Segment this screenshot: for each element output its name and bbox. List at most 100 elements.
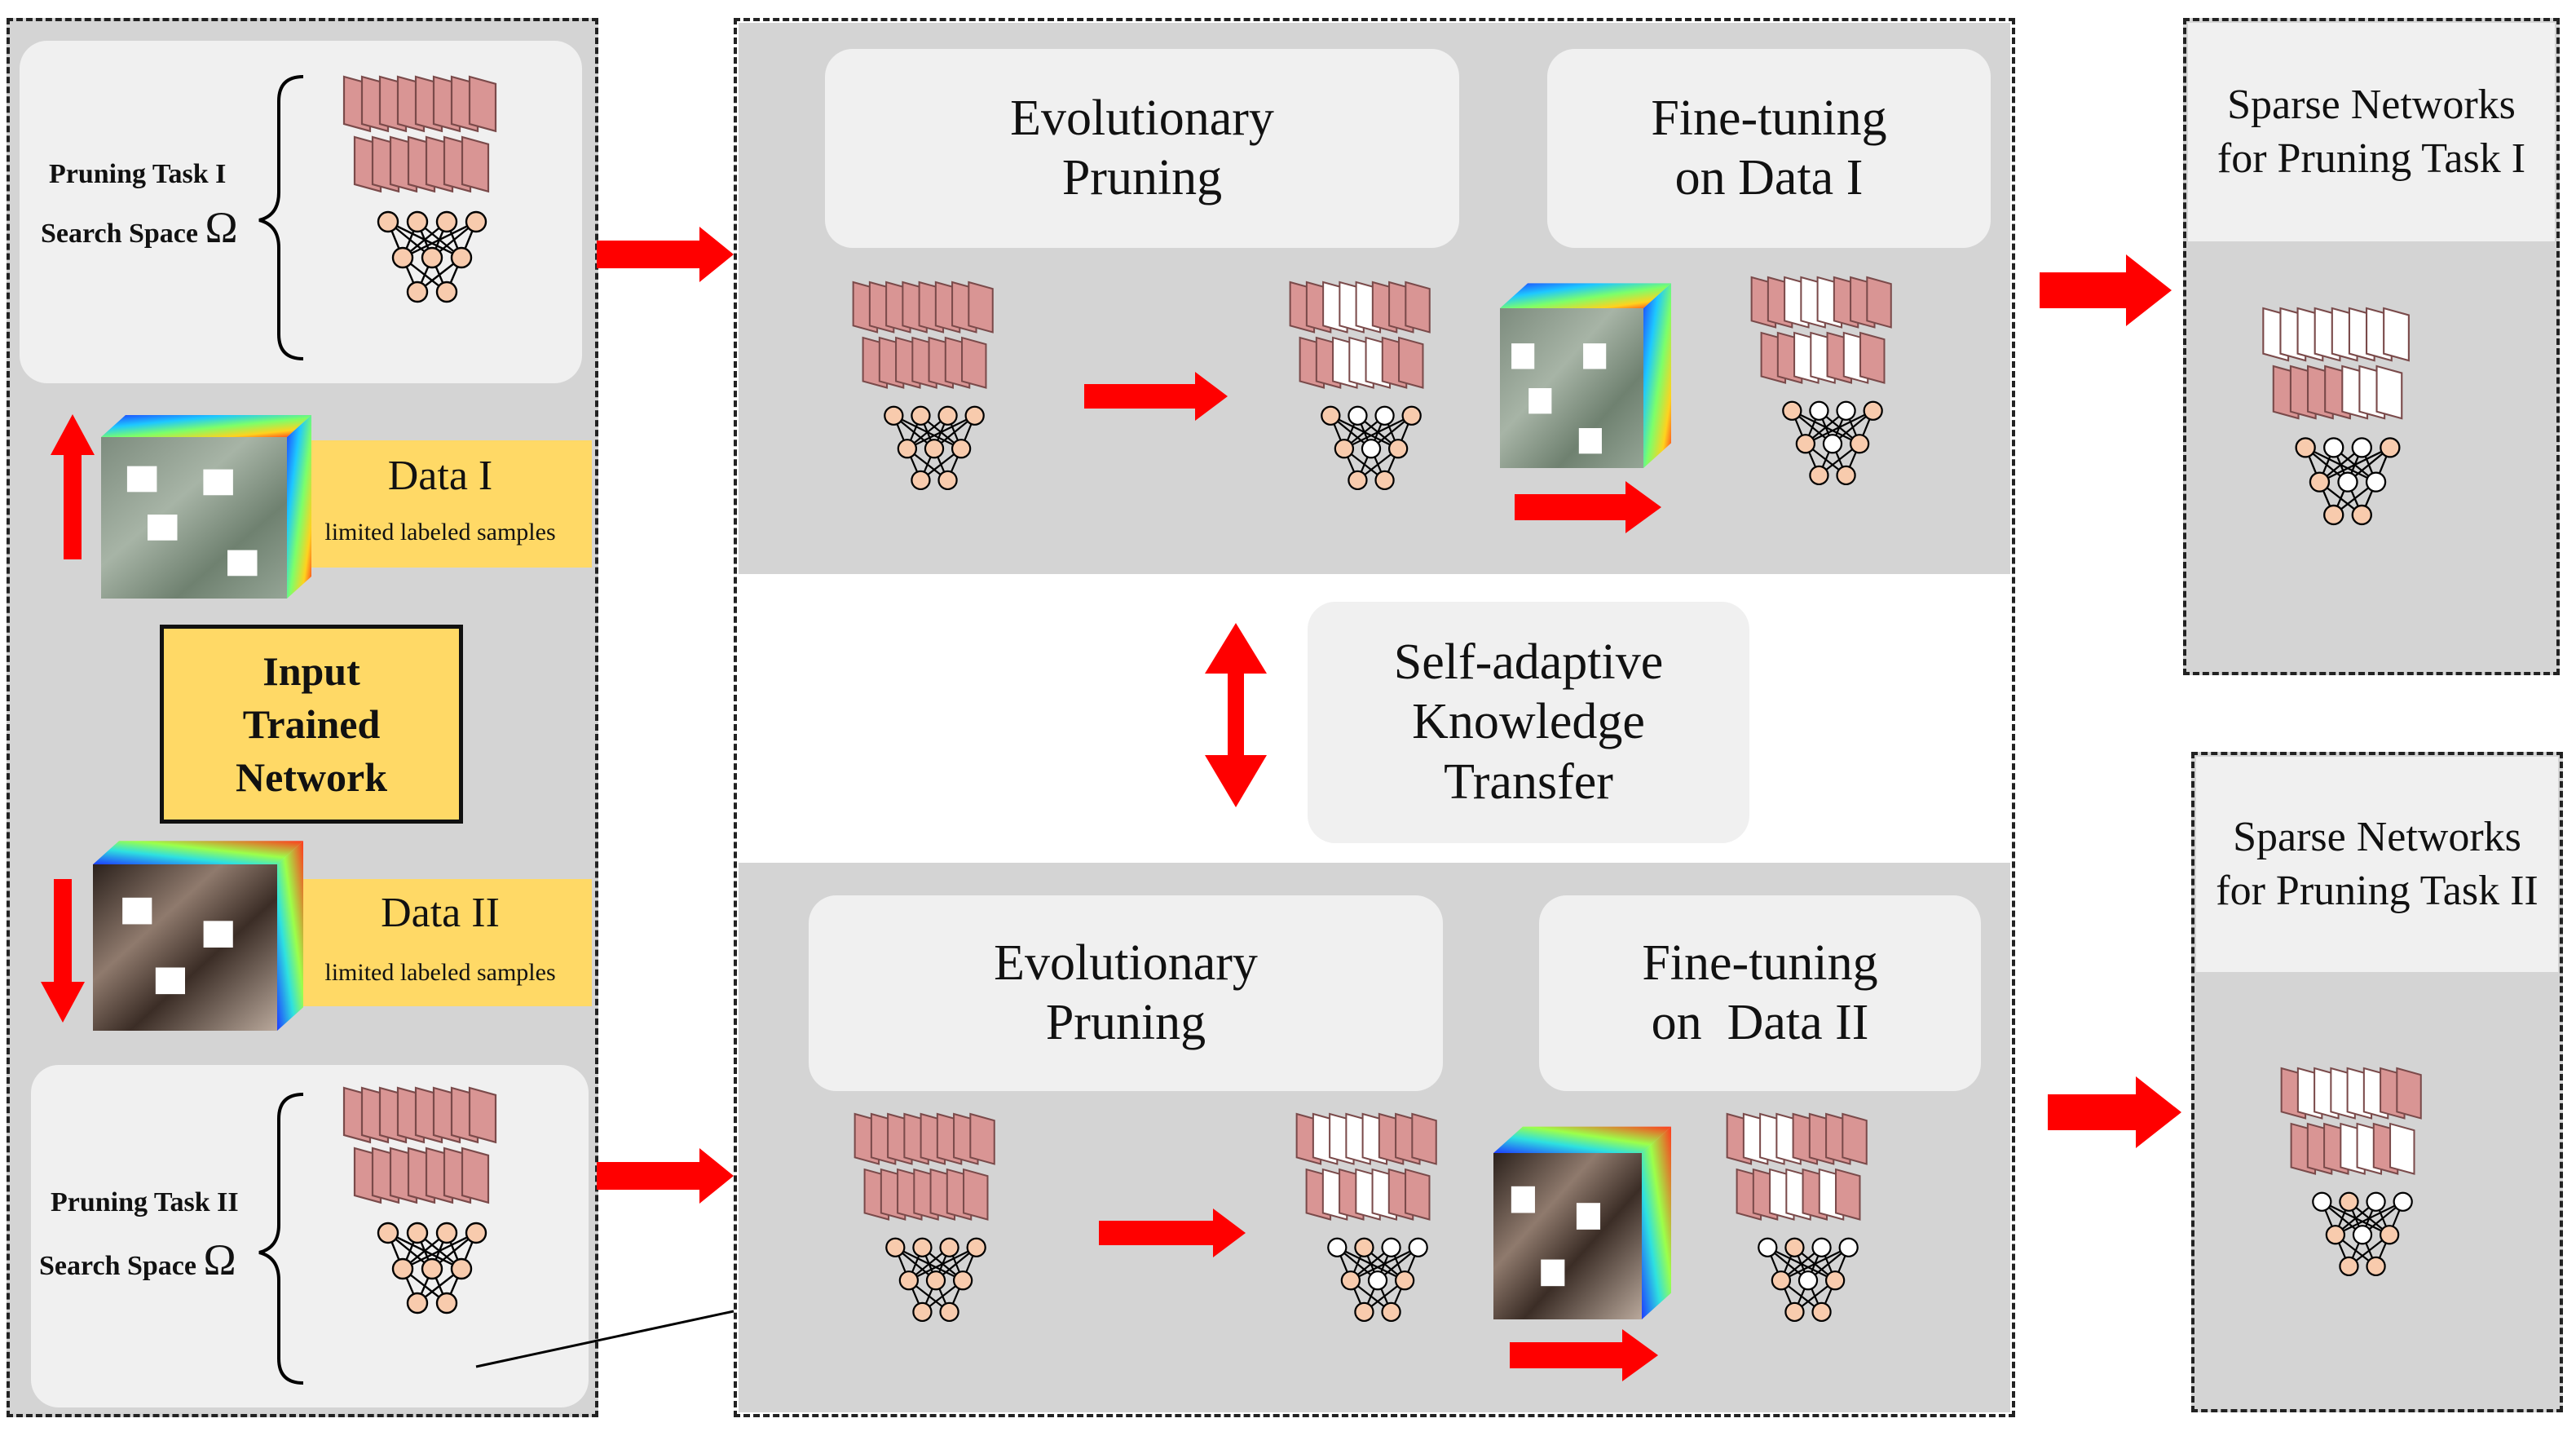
cube-side-face [287,415,311,599]
ft-top-line-1: Fine-tuning [1651,90,1887,146]
network-node [1784,1301,1805,1323]
cube-front-face [93,864,277,1031]
sample-patch [1578,428,1602,454]
network-node [925,1270,946,1291]
network-node [421,1257,443,1280]
network-node [2351,504,2372,526]
cube-front-face [1493,1153,1642,1319]
network-node [939,1301,959,1323]
network-node [1849,434,1870,454]
network-node [377,210,399,233]
evo-bottom-line-2: Pruning [1045,995,1206,1050]
arrow-bottom-prune [1099,1208,1246,1257]
data-2-title: Data II [381,890,500,936]
network-edge [2318,446,2391,484]
out-2-line-2: for Pruning Task II [2216,868,2539,914]
network-node [1797,1270,1819,1291]
transfer-line-1: Self-adaptive [1393,634,1664,691]
sample-patch [1528,388,1552,414]
network-node [1340,1270,1361,1291]
arrow-bottom-finetune [1510,1329,1658,1381]
network-node [2352,1225,2373,1245]
network-node [391,1257,414,1280]
sparse-network-task-1 [2262,307,2410,526]
filter-map [1411,1112,1437,1165]
network-node [1321,405,1341,426]
pruning-task-2-label: Pruning Task II [51,1187,239,1217]
network-node [1401,405,1422,426]
network-node [421,246,443,269]
network-node [1374,405,1395,426]
network-edge [402,220,477,259]
network-edge [908,1246,977,1282]
sample-patch [1541,1259,1565,1287]
network-node [897,439,918,459]
network-node [1782,400,1802,421]
search-space-1-text: Search Space [41,219,198,249]
network-bottom-pruned [1295,1112,1437,1323]
data-2-cube [93,841,303,1031]
arrow-down-data-2 [41,879,85,1023]
network-node [1824,1270,1846,1291]
filter-map [1405,1168,1431,1221]
network-node [1348,470,1368,491]
network-node [1809,400,1829,421]
network-node [2295,437,2316,458]
network-node [2309,471,2331,493]
network-node [1771,1270,1792,1291]
ft-top-line-2: on Data I [1674,150,1864,205]
network-task-2 [342,1086,497,1314]
network-node [465,1222,487,1244]
cube-side-face [1643,283,1671,468]
filter-map [461,135,490,193]
transfer-line-3: Transfer [1444,753,1613,810]
data-2-box: Data II limited labeled samples [289,879,592,1006]
network-node [377,1222,399,1244]
self-adaptive-transfer-box: Self-adaptive Knowledge Transfer [1308,602,1749,843]
pruning-task-1-label: Pruning Task I [49,159,227,189]
network-node [450,1257,473,1280]
network-node [2325,1225,2346,1245]
sample-patch [1576,1203,1601,1230]
network-node [435,281,458,303]
sparse-network-task-2 [2280,1067,2422,1277]
ft-bottom-line-2: on Data II [1651,995,1869,1050]
network-node [937,405,958,426]
network-node [1387,439,1409,459]
filter-map [2396,1067,2422,1120]
fine-tune-data-1-cube [1500,283,1671,468]
network-node [939,1237,959,1257]
cube-side-face [1642,1126,1671,1319]
input-line-1: Input [262,647,360,694]
sample-patch [126,466,157,493]
output-task-2-header: Sparse Networks for Pruning Task II [2196,757,2558,972]
search-space-2-label: Search Space Ω [39,1235,236,1285]
network-top-finetuned [1750,276,1892,486]
out-1-line-2: for Pruning Task I [2217,135,2526,182]
network-node [951,439,972,459]
filter-map [461,1147,490,1204]
network-node [450,246,473,269]
cube-top-face [93,841,303,864]
network-node [1811,1237,1832,1257]
arrow-to-output-1 [2040,254,2172,326]
evolutionary-pruning-bottom-box: Evolutionary Pruning [809,895,1443,1091]
out-2-line-1: Sparse Networks [2233,814,2521,861]
connector-line [475,1310,734,1368]
network-node [2312,1191,2332,1212]
network-node [1394,1270,1415,1291]
network-node [2337,471,2358,493]
network-node [406,281,429,303]
fine-tuning-top-box: Fine-tuning on Data I [1547,49,1991,248]
cube-top-face [101,415,311,437]
network-node [2339,1191,2359,1212]
brace-1 [258,75,304,360]
transfer-line-2: Knowledge [1412,694,1645,750]
network-node [2323,504,2344,526]
network-node [952,1270,973,1291]
network-node [435,1292,458,1314]
network-node [1811,1301,1832,1323]
network-node [1334,439,1355,459]
search-space-2-text: Search Space [39,1251,196,1281]
arrow-top-prune [1084,372,1228,421]
